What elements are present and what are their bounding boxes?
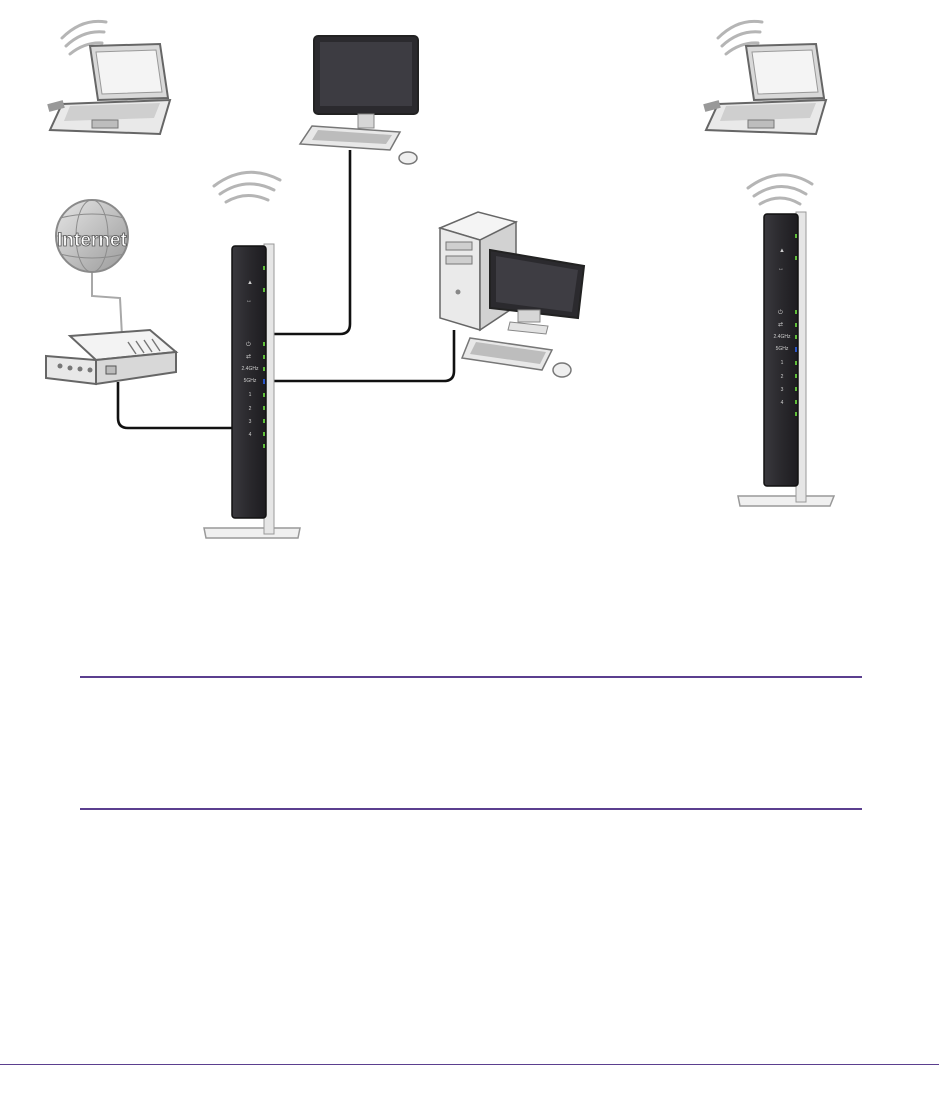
svg-text:▲: ▲: [247, 280, 253, 286]
internet-label: Internet: [57, 230, 127, 251]
svg-text:⇄: ⇄: [246, 353, 251, 360]
divider-middle: [80, 808, 862, 810]
cables: [91, 150, 456, 430]
led-indicators: [795, 234, 797, 416]
led-indicators: [263, 266, 265, 448]
port-label: 4: [249, 432, 252, 438]
svg-text:⇄: ⇄: [778, 321, 783, 328]
imac-desktop: [298, 35, 419, 165]
cable-router-imac: [268, 150, 352, 336]
port-label: 2.4GHz: [242, 366, 259, 372]
internet-globe: Internet: [55, 199, 129, 273]
router-body: [231, 245, 267, 519]
network-diagram: Internet ▲ ↔ ⏻: [45, 19, 836, 539]
svg-text:↔: ↔: [246, 298, 252, 304]
footer-divider: [0, 1064, 939, 1065]
divider-top: [80, 676, 862, 678]
modem: [45, 328, 179, 386]
port-label: 2: [249, 406, 252, 412]
port-label: 1: [249, 392, 252, 398]
port-label: 5GHz: [244, 378, 257, 384]
wifi-waves-icon: [716, 19, 764, 56]
svg-text:⏻: ⏻: [778, 309, 783, 316]
router-stand: [203, 527, 301, 539]
wifi-waves-icon: [212, 170, 282, 204]
router-main: ▲ ↔ ⏻ ⇄ 2.4GHz 5GHz 1 2 3 4: [203, 170, 301, 539]
svg-text:⏻: ⏻: [246, 341, 251, 348]
laptop-right: [703, 19, 828, 136]
laptop-icon: [47, 42, 172, 136]
port-label: 2: [781, 374, 784, 380]
cable-router-tower: [268, 330, 456, 383]
router-extender: ▲ ↔ ⏻ ⇄ 2.4GHz 5GHz 1 2 3 4: [737, 173, 836, 507]
svg-text:▲: ▲: [779, 248, 785, 254]
port-label: 2.4GHz: [774, 334, 791, 340]
router-stand: [737, 495, 836, 507]
cable-modem-router: [116, 382, 236, 430]
tower-pc: [437, 211, 586, 378]
laptop-left: [47, 19, 172, 136]
port-label: 4: [781, 400, 784, 406]
port-label: 3: [781, 387, 784, 393]
router-body: [763, 213, 799, 487]
port-label: 3: [249, 419, 252, 425]
wifi-waves-icon: [746, 173, 814, 206]
port-label: 5GHz: [776, 346, 789, 352]
svg-text:↔: ↔: [778, 266, 784, 272]
wifi-waves-icon: [60, 19, 108, 56]
port-label: 1: [781, 360, 784, 366]
laptop-icon: [703, 42, 828, 136]
cable-globe-modem: [91, 262, 123, 337]
